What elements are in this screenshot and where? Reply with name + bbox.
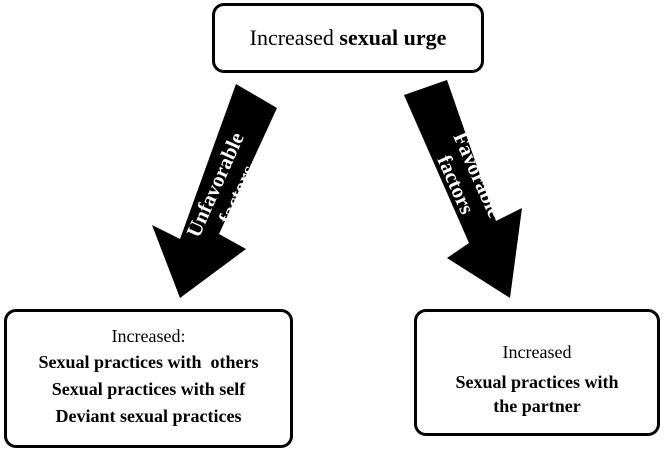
- favorable-outcome-box: Increased Sexual practices with the part…: [414, 309, 660, 436]
- unfavorable-outcome-box: Increased: Sexual practices with others …: [4, 309, 293, 448]
- favorable-arrow-shape: [404, 80, 522, 298]
- left-box-item: Deviant sexual practices: [55, 406, 242, 426]
- left-box-item: Sexual practices with self: [51, 379, 246, 399]
- right-box-heading: Increased: [502, 342, 572, 362]
- increased-sexual-urge-box: Increased sexual urge: [212, 3, 484, 73]
- right-box-line: the partner: [493, 396, 581, 416]
- favorable-arrow: Favorable factors: [404, 80, 522, 298]
- left-box-heading: Increased:: [111, 326, 186, 346]
- unfavorable-arrow-shape: [152, 84, 277, 298]
- unfavorable-arrow: Unfavorable factors: [152, 84, 277, 298]
- left-box-item: Sexual practices with others: [38, 352, 259, 372]
- right-box-line: Sexual practices with: [455, 372, 619, 392]
- top-box-bold: sexual urge: [339, 25, 447, 50]
- top-box-prefix: Increased: [249, 25, 340, 50]
